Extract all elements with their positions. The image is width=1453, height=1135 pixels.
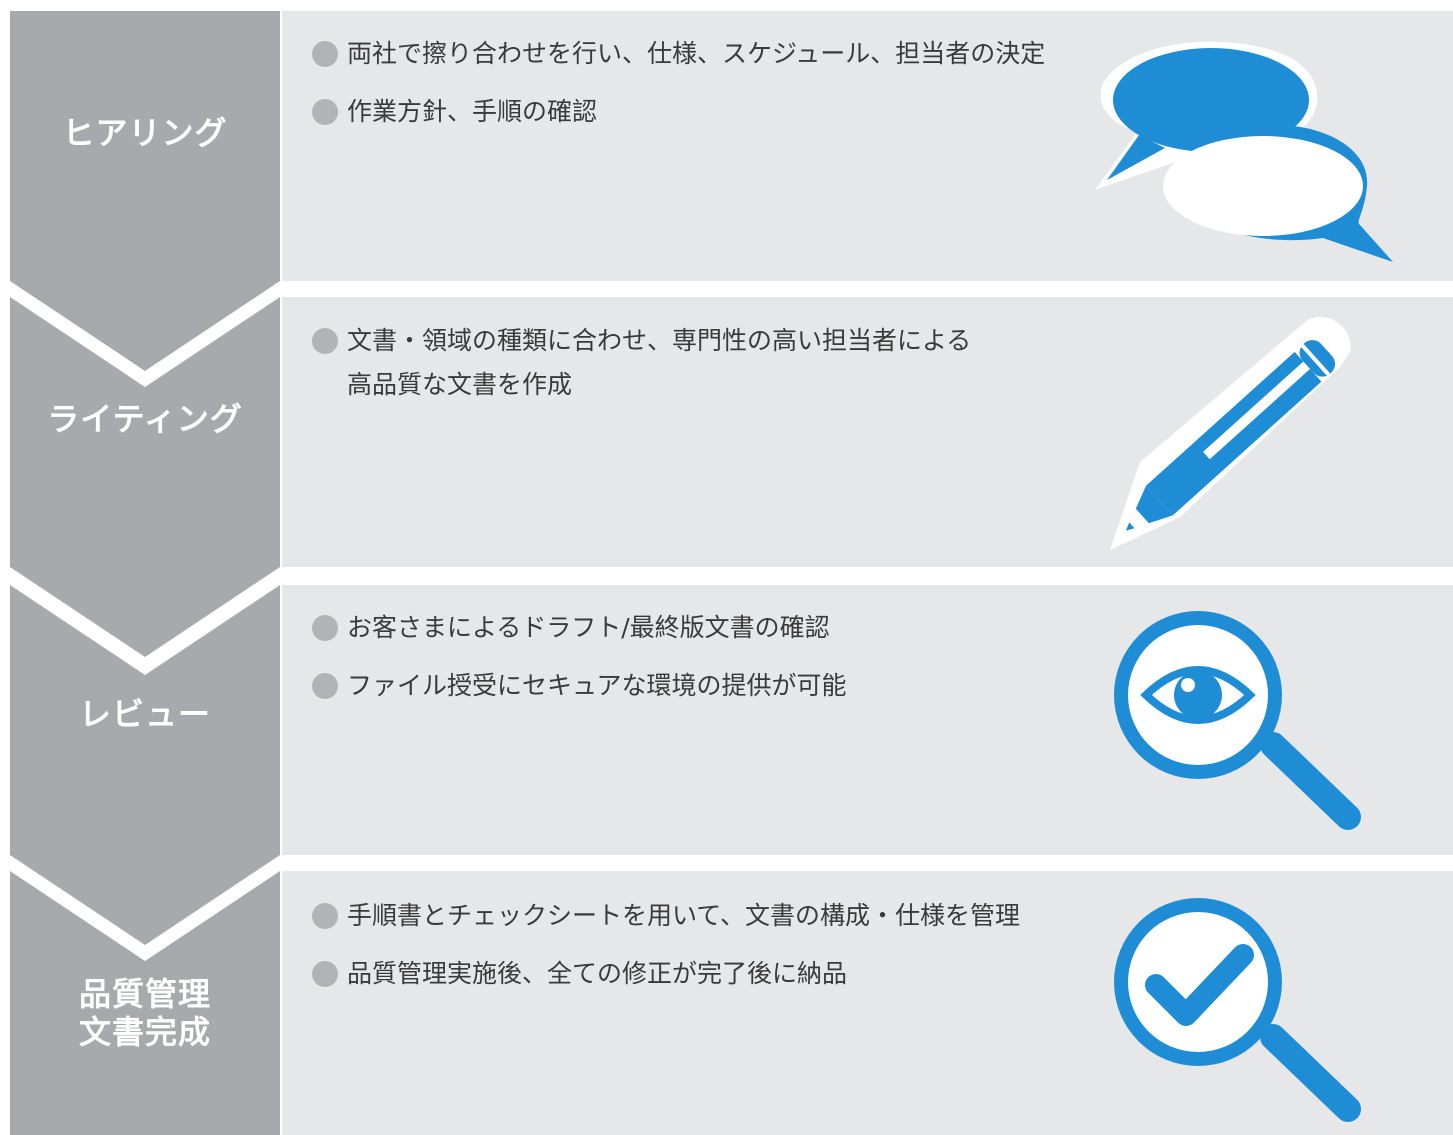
speech-bubbles-icon: [1095, 41, 1393, 262]
step-label-writing: ライティング: [10, 400, 280, 438]
bullet-list-hearing: 両社で擦り合わせを行い、仕様、スケジュール、担当者の決定 作業方針、手順の確認: [312, 37, 1045, 153]
bullet-dot-icon: [312, 673, 338, 699]
bullet-dot-icon: [312, 615, 338, 641]
bullet-list-review: お客さまによるドラフト/最終版文書の確認 ファイル授受にセキュアな環境の提供が可…: [312, 611, 847, 727]
bullet-item: お客さまによるドラフト/最終版文書の確認: [312, 611, 847, 645]
step-label-line: 品質管理: [78, 975, 211, 1013]
magnifier-eye-icon: [1114, 611, 1361, 830]
bullet-item: 文書・領域の種類に合わせ、専門性の高い担当者による 高品質な文書を作成: [312, 324, 971, 402]
step-label-hearing: ヒアリング: [10, 114, 280, 152]
bullet-text: 作業方針、手順の確認: [347, 97, 598, 126]
process-chevrons: [10, 11, 280, 1135]
bullet-dot-icon: [312, 903, 338, 929]
step-label-line: ライティング: [47, 400, 243, 438]
chevron-hearing: [10, 11, 280, 371]
bullet-text: 手順書とチェックシートを用いて、文書の構成・仕様を管理: [347, 901, 1021, 930]
bullet-text: 品質管理実施後、全ての修正が完了後に納品: [347, 959, 848, 988]
bullet-text: 両社で擦り合わせを行い、仕様、スケジュール、担当者の決定: [347, 39, 1046, 68]
bullet-item: ファイル授受にセキュアな環境の提供が可能: [312, 669, 847, 703]
bullet-item: 手順書とチェックシートを用いて、文書の構成・仕様を管理: [312, 899, 1020, 933]
chevron-qc: [10, 871, 280, 1135]
step-label-line: 文書完成: [78, 1013, 211, 1051]
bullet-item: 両社で擦り合わせを行い、仕様、スケジュール、担当者の決定: [312, 37, 1045, 71]
bullet-dot-icon: [312, 41, 338, 67]
step-label-line: ヒアリング: [62, 114, 228, 152]
bullet-text: ファイル授受にセキュアな環境の提供が可能: [347, 671, 847, 700]
magnifier-check-icon: [1114, 898, 1361, 1122]
step-label-qc: 品質管理 文書完成: [10, 975, 280, 1051]
bullet-text: 文書・領域の種類に合わせ、専門性の高い担当者による: [347, 326, 972, 355]
step-label-line: レビュー: [78, 695, 211, 733]
bullet-dot-icon: [312, 328, 338, 354]
chevron-writing: [10, 297, 280, 657]
pencil-icon: [1110, 316, 1351, 550]
bullet-item: 作業方針、手順の確認: [312, 95, 1045, 129]
bullet-text: お客さまによるドラフト/最終版文書の確認: [347, 613, 830, 642]
bullet-list-writing: 文書・領域の種類に合わせ、専門性の高い担当者による 高品質な文書を作成: [312, 324, 971, 426]
bullet-text-continued: 高品質な文書を作成: [347, 370, 573, 399]
chevron-review: [10, 585, 280, 945]
bullet-dot-icon: [312, 961, 338, 987]
bullet-dot-icon: [312, 99, 338, 125]
bullet-item: 品質管理実施後、全ての修正が完了後に納品: [312, 957, 1020, 991]
bullet-list-qc: 手順書とチェックシートを用いて、文書の構成・仕様を管理 品質管理実施後、全ての修…: [312, 899, 1020, 1015]
step-label-review: レビュー: [10, 695, 280, 733]
